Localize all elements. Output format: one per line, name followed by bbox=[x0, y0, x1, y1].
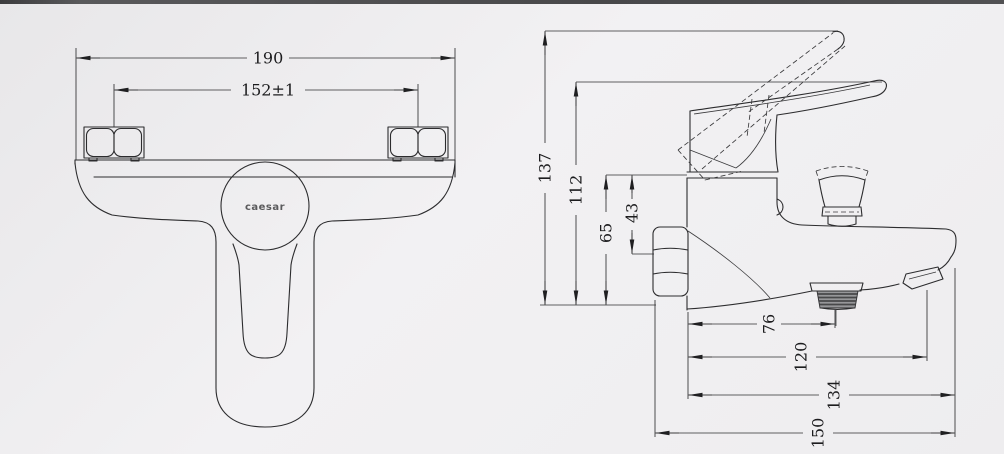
dim-label-76: 76 bbox=[760, 314, 779, 334]
top-edge-strip bbox=[0, 0, 1004, 4]
brand-logo: caesar bbox=[245, 202, 285, 213]
column-bump-detail bbox=[776, 198, 784, 216]
dimension-shower-outlet-reach: 76 bbox=[688, 314, 835, 334]
dim-label-137: 137 bbox=[536, 153, 555, 184]
diverter-knob bbox=[815, 166, 869, 227]
dim-label-112: 112 bbox=[567, 175, 586, 206]
dimension-spout-reach: 134 bbox=[688, 380, 955, 411]
dim-label-134: 134 bbox=[825, 380, 844, 411]
front-body-outline: caesar bbox=[74, 159, 456, 428]
side-body-outline bbox=[652, 30, 957, 326]
dim-label-43: 43 bbox=[623, 203, 642, 223]
wall-connection-nut bbox=[652, 226, 689, 297]
side-view: 137 112 65 43 bbox=[536, 30, 957, 449]
dim-label-120: 120 bbox=[792, 342, 811, 373]
front-extension-lines bbox=[75, 48, 456, 160]
side-extension-lines bbox=[540, 30, 956, 437]
mounting-nut-left bbox=[83, 126, 145, 162]
dim-label-152: 152±1 bbox=[241, 81, 295, 100]
dim-label-190: 190 bbox=[253, 49, 284, 68]
front-lever-outline bbox=[232, 243, 298, 359]
spout-aerator-detail bbox=[902, 266, 944, 290]
dimension-body-top-height: 65 bbox=[597, 175, 616, 305]
dimension-overall-width: 190 bbox=[76, 49, 455, 68]
dimension-height-handle-up: 137 bbox=[536, 31, 555, 305]
lever-handle-down bbox=[689, 79, 887, 173]
dim-label-150: 150 bbox=[809, 418, 828, 449]
dimension-height-handle-down: 112 bbox=[567, 82, 586, 305]
dimension-overall-depth: 150 bbox=[655, 418, 955, 449]
mounting-nut-right bbox=[387, 126, 449, 162]
dimension-inlet-spacing: 152±1 bbox=[114, 81, 418, 100]
dimension-aerator-reach: 120 bbox=[688, 342, 927, 373]
shower-outlet-thread bbox=[809, 282, 864, 326]
dim-label-65: 65 bbox=[597, 223, 616, 243]
front-view: 190 152±1 bbox=[74, 48, 456, 428]
dimension-inlet-center-offset: 43 bbox=[623, 175, 654, 255]
front-dome-cap bbox=[220, 161, 310, 251]
lever-handle-raised-phantom bbox=[677, 30, 846, 181]
